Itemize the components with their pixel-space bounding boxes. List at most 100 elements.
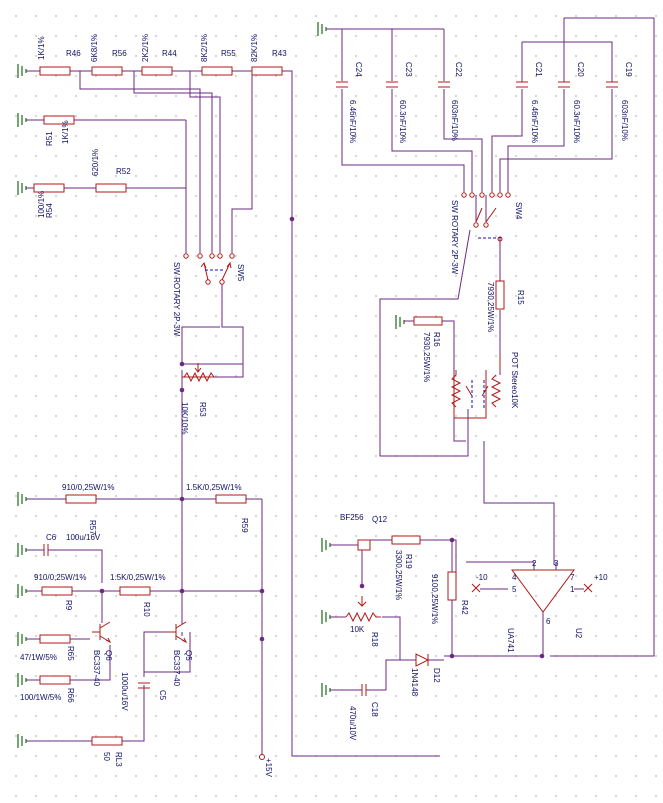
value-r57: 910/0,25W/1% — [62, 483, 114, 492]
label-sw5: SW5 — [236, 264, 245, 282]
label-c6: C6 — [46, 533, 57, 542]
label-c5: C5 — [158, 690, 167, 701]
value-c19: 603nF/10% — [620, 100, 629, 141]
value-c20: 60.3nF/10% — [572, 100, 581, 143]
capacitor-bank-wires — [326, 17, 655, 657]
value-rl3: 50 — [102, 752, 111, 761]
pin-2: 2 — [532, 559, 537, 568]
value-c22: 603nF/10% — [450, 100, 459, 141]
label-r16: R16 — [432, 332, 441, 347]
resistor-r44 — [141, 66, 173, 76]
value-r66: 100/1W/5% — [20, 693, 61, 702]
transistors — [92, 216, 295, 760]
label-c21: C21 — [534, 62, 543, 77]
resistor-r54 — [33, 183, 65, 193]
value-r18: 10K — [350, 625, 365, 634]
label-r66: R66 — [66, 688, 75, 703]
label-u2: U2 — [574, 628, 583, 639]
pin-4: 4 — [512, 573, 517, 582]
resistor-r52 — [95, 183, 127, 193]
value-c24: 6.46nF/10% — [348, 100, 357, 143]
value-r54: 100/1% — [37, 191, 46, 218]
value-r56: 6K8/1% — [90, 34, 99, 62]
label-r18: R18 — [370, 632, 379, 647]
label-c19: C19 — [624, 62, 633, 77]
label-sw4-type: SW ROTARY 2P-3W — [450, 200, 459, 275]
type-q6: BC337-40 — [92, 650, 101, 687]
label-sw4: SW4 — [514, 202, 523, 220]
value-r43: 82K/1% — [250, 34, 259, 62]
label-plus15v: +15V — [264, 758, 273, 778]
value-r53: 10K/10% — [180, 402, 189, 434]
label-sw5-type: SW ROTARY 2P-3W — [172, 262, 181, 337]
label-r65: R65 — [66, 646, 75, 661]
label-c24: C24 — [354, 62, 363, 77]
value-r65: 47/1W/5% — [20, 653, 57, 662]
ground-symbols-left — [17, 64, 27, 748]
value-c18: 470u/10V — [348, 706, 357, 741]
value-r10: 1.5K/0,25W/1% — [110, 573, 166, 582]
potentiometer-r53 — [179, 361, 215, 393]
pin-3: 3 — [554, 559, 559, 568]
value-r46: 1K/1% — [37, 36, 46, 60]
label-r10: R10 — [142, 602, 151, 617]
value-r16: 7930,25W/1% — [422, 332, 431, 382]
pin-1: 1 — [570, 585, 575, 594]
resistor-r43 — [251, 66, 283, 76]
value-r59: 1.5K/0,25W/1% — [186, 483, 242, 492]
label-c22: C22 — [454, 62, 463, 77]
label-d12: D12 — [432, 668, 441, 683]
resistor-r55 — [201, 66, 233, 76]
value-c21: 6.46nF/10% — [530, 100, 539, 143]
pin-7: 7 — [570, 573, 575, 582]
resistor-r46 — [39, 66, 71, 76]
label-r15: R15 — [516, 290, 525, 305]
capacitors-right — [336, 81, 618, 88]
value-r15: 7930,25W/1% — [486, 282, 495, 332]
label-r54: R54 — [45, 203, 54, 218]
value-r19: 3300,25W/1% — [394, 550, 403, 600]
label-q6: Q6 — [104, 650, 113, 661]
label-r9: R9 — [64, 600, 73, 611]
type-q5: BC337-40 — [172, 650, 181, 687]
value-d12: 1N4148 — [410, 668, 419, 697]
value-c6: 100u/16V — [66, 533, 101, 542]
label-r42: R42 — [460, 600, 469, 615]
label-r43: R43 — [272, 49, 287, 58]
rotary-switch-sw4 — [461, 192, 511, 242]
lower-left-network — [26, 494, 263, 755]
op-amp-section — [420, 537, 593, 659]
label-r53: R53 — [198, 402, 207, 417]
label-r56: R56 — [112, 49, 127, 58]
label-r57: R57 — [88, 520, 97, 535]
pin-5: 5 — [512, 585, 517, 594]
rotary-switch-sw5 — [183, 253, 235, 285]
value-r51: 1K/1% — [61, 120, 70, 144]
pin-6: 6 — [546, 617, 551, 626]
label-r55: R55 — [221, 49, 236, 58]
label-q12: Q12 — [372, 515, 388, 524]
value-c5: 1000u/16V — [120, 672, 129, 711]
label-pot: POT Stereo10K — [510, 352, 519, 409]
resistor-r51 — [43, 115, 75, 125]
ground-symbols-right — [317, 22, 405, 697]
label-rl3: RL3 — [114, 752, 123, 767]
label-c18: C18 — [370, 702, 379, 717]
label-q12-type: BF256 — [340, 513, 364, 522]
labels-right: C24 6.46nF/10% C23 60.3nF/10% C22 603nF/… — [340, 62, 633, 741]
labels-left: R46 1K/1% R56 6K8/1% R44 2K2/1% R55 8K2/… — [20, 34, 287, 778]
label-c20: C20 — [576, 62, 585, 77]
value-r9: 910/0,25W/1% — [34, 573, 86, 582]
r15-r16-pot — [413, 280, 505, 419]
label-r51: R51 — [45, 131, 54, 146]
value-r55: 8K2/1% — [200, 34, 209, 62]
label-plus10: +10 — [594, 573, 608, 582]
value-r44: 2K2/1% — [141, 34, 150, 62]
label-r52: R52 — [116, 167, 131, 176]
value-u2: UA741 — [506, 628, 515, 653]
label-r19: R19 — [404, 554, 413, 569]
label-q5: Q5 — [184, 650, 193, 661]
label-r44: R44 — [162, 49, 177, 58]
